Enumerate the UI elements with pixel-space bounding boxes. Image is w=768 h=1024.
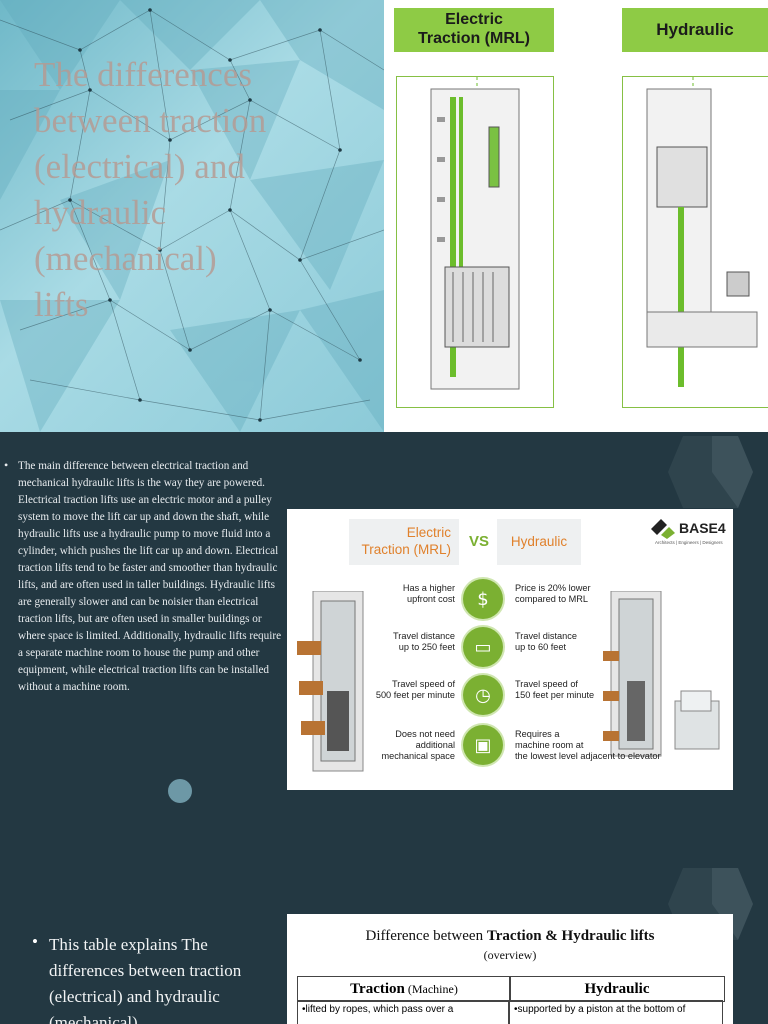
brand-logo: BASE4 Architects | Engineers | Designers <box>651 517 731 551</box>
table-header-traction: Traction (Machine) <box>297 976 511 1002</box>
hydraulic-panel <box>622 76 768 408</box>
network-pattern <box>0 0 384 432</box>
table-title: Difference between Traction & Hydraulic … <box>365 928 655 944</box>
infographic-hydraulic-header: Hydraulic <box>497 519 581 565</box>
hydraulic-shaft-drawing <box>646 77 758 387</box>
table-cell-hydraulic: •supported by a piston at the bottom of <box>509 1000 723 1024</box>
traction-shaft-drawing <box>430 77 520 390</box>
bullet-marker: • <box>32 932 38 951</box>
electric-lift-illustration <box>297 591 364 772</box>
hydraulic-label: Hydraulic <box>622 8 768 52</box>
tape-measure-icon: ▭ <box>463 627 503 667</box>
slide-title: The differences between traction (electr… <box>0 0 768 432</box>
hero-background: The differences between traction (electr… <box>0 0 384 432</box>
infographic-electric-header: Electric Traction (MRL) <box>349 519 459 565</box>
table-cell-traction: •lifted by ropes, which pass over a <box>297 1000 509 1024</box>
machine-room-icon: ▣ <box>463 725 503 765</box>
slide-comparison: • The main difference between electrical… <box>0 432 768 864</box>
slide-title-text: The differences between traction (electr… <box>34 55 267 324</box>
bullet-marker: • <box>4 458 9 472</box>
hydraulic-lift-illustration <box>603 591 720 757</box>
infographic-vs-label: VS <box>469 533 490 550</box>
electric-traction-panel <box>396 76 554 408</box>
base4-logo-icon <box>651 519 675 539</box>
table-subtitle: (overview) <box>483 948 537 962</box>
comparison-table-image: Difference between Traction & Hydraulic … <box>287 914 733 1024</box>
dollar-icon: $ <box>463 579 503 619</box>
slide-table: • This table explains The differences be… <box>0 864 768 1024</box>
comparison-paragraph: The main difference between electrical t… <box>18 460 282 693</box>
table-header-hydraulic: Hydraulic <box>509 976 725 1002</box>
stopwatch-icon: ◷ <box>463 675 503 715</box>
comparison-infographic: Electric Traction (MRL) VS Hydraulic BAS… <box>287 509 733 790</box>
decorative-shapes <box>168 436 753 803</box>
table-intro-text: This table explains The differences betw… <box>49 935 242 1024</box>
electric-traction-label: Electric Traction (MRL) <box>394 8 554 52</box>
lift-diagram-image: Electric Traction (MRL) Hydraulic <box>384 0 768 432</box>
